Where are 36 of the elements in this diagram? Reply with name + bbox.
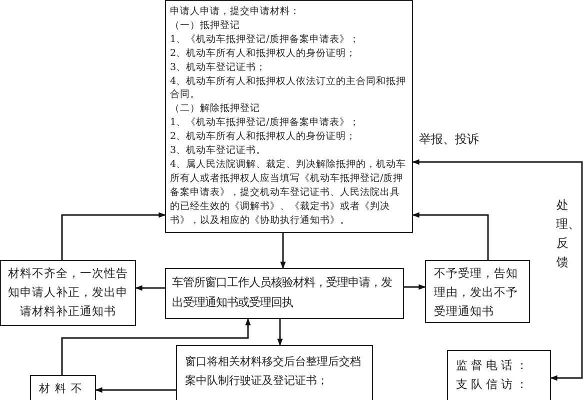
arrow: [277, 319, 283, 346]
box-text: 窗口将相关材料移交后台整理后交档案中队制行驶证及登记证书；: [185, 354, 362, 389]
box-text: 材料不: [38, 381, 88, 397]
section-heading: （二）解除抵押登记: [170, 102, 261, 116]
process-box: [176, 345, 373, 400]
arrow: [280, 233, 286, 269]
arrow: [61, 212, 166, 260]
hotline-heading: 监督电话：: [456, 357, 532, 374]
process-box: [30, 375, 96, 400]
arrow: [404, 284, 426, 290]
list-item: 3、机动车登记证书；: [170, 60, 268, 75]
phone-text: 支队信访：: [456, 376, 532, 393]
process-box: [165, 268, 404, 319]
process-box: [165, 0, 413, 233]
list-item: 2、机动车所有人和抵押权人的身份证明；: [170, 130, 358, 144]
arrow: [95, 387, 176, 393]
list-item: 4、属人民法院调解、裁定、判决解除抵押的，机动车所有人或者抵押权人应当填写《机动车抵押登记/质押备案申请表》，提交机动车登记证书、人民法院出具的已经生效的《调解书》、《裁定书》或者《判决书》，以及相应的《协助执行通知书》。: [170, 158, 408, 228]
edge-label: 举报、投诉: [418, 131, 480, 148]
list-item: 2、机动车所有人和抵押权人的身份证明；: [170, 46, 358, 61]
arrow: [412, 212, 489, 260]
arrow: [61, 318, 251, 375]
arrow: [135, 285, 165, 291]
process-box: [0, 260, 136, 326]
list-item: 1、《机动车抵押登记/质押备案申请表》；: [170, 32, 360, 47]
section-heading: （一）抵押登记: [170, 18, 241, 33]
form-heading: 申请人申请，提交申请材料：: [170, 5, 301, 19]
info-box: [447, 350, 551, 400]
arrow: [412, 159, 583, 381]
box-text: 不予受理，告知理由，发出不予受理通知书: [434, 265, 519, 320]
list-item: 3、机动车登记证书。: [170, 144, 268, 158]
side-label: 处理、反馈: [556, 197, 569, 271]
list-item: 1、《机动车抵押登记/质押备案申请表》；: [170, 116, 360, 130]
process-box: [425, 260, 530, 323]
box-text: 车管所窗口工作人员核验材料，受理申请，发出受理通知书或受理回执: [172, 275, 393, 311]
box-text: 材料不齐全，一次性告知申请人补正，发出申请材料补正通知书: [7, 265, 129, 320]
list-item: 4、机动车所有人和抵押权人依法订立的主合同和抵押合同。: [170, 74, 408, 102]
